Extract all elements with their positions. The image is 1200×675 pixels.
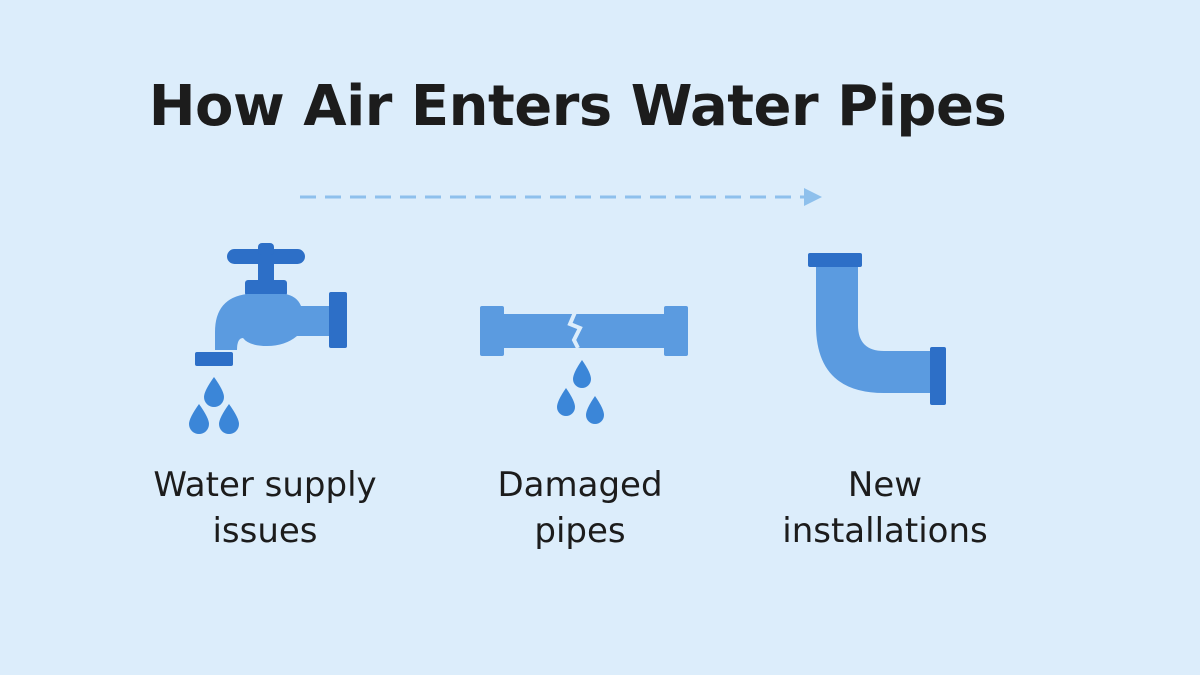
cause-label-water-supply: Water supply issues	[115, 462, 415, 554]
cause-label-line: New	[847, 465, 923, 505]
cause-label-line: Water supply	[153, 465, 377, 505]
cause-label-line: installations	[782, 511, 988, 551]
dashed-arrow-right-icon	[300, 188, 822, 206]
cause-label-damaged-pipes: Damaged pipes	[430, 462, 730, 554]
cause-label-line: issues	[212, 511, 318, 551]
cause-label-new-installations: New installations	[735, 462, 1035, 554]
water-tap-dripping-icon	[189, 243, 347, 434]
cracked-pipe-leaking-icon	[480, 306, 688, 424]
elbow-pipe-icon	[808, 253, 946, 405]
cause-label-line: Damaged	[497, 465, 663, 505]
page-title: How Air Enters Water Pipes	[148, 74, 1007, 139]
cause-label-line: pipes	[534, 511, 626, 551]
